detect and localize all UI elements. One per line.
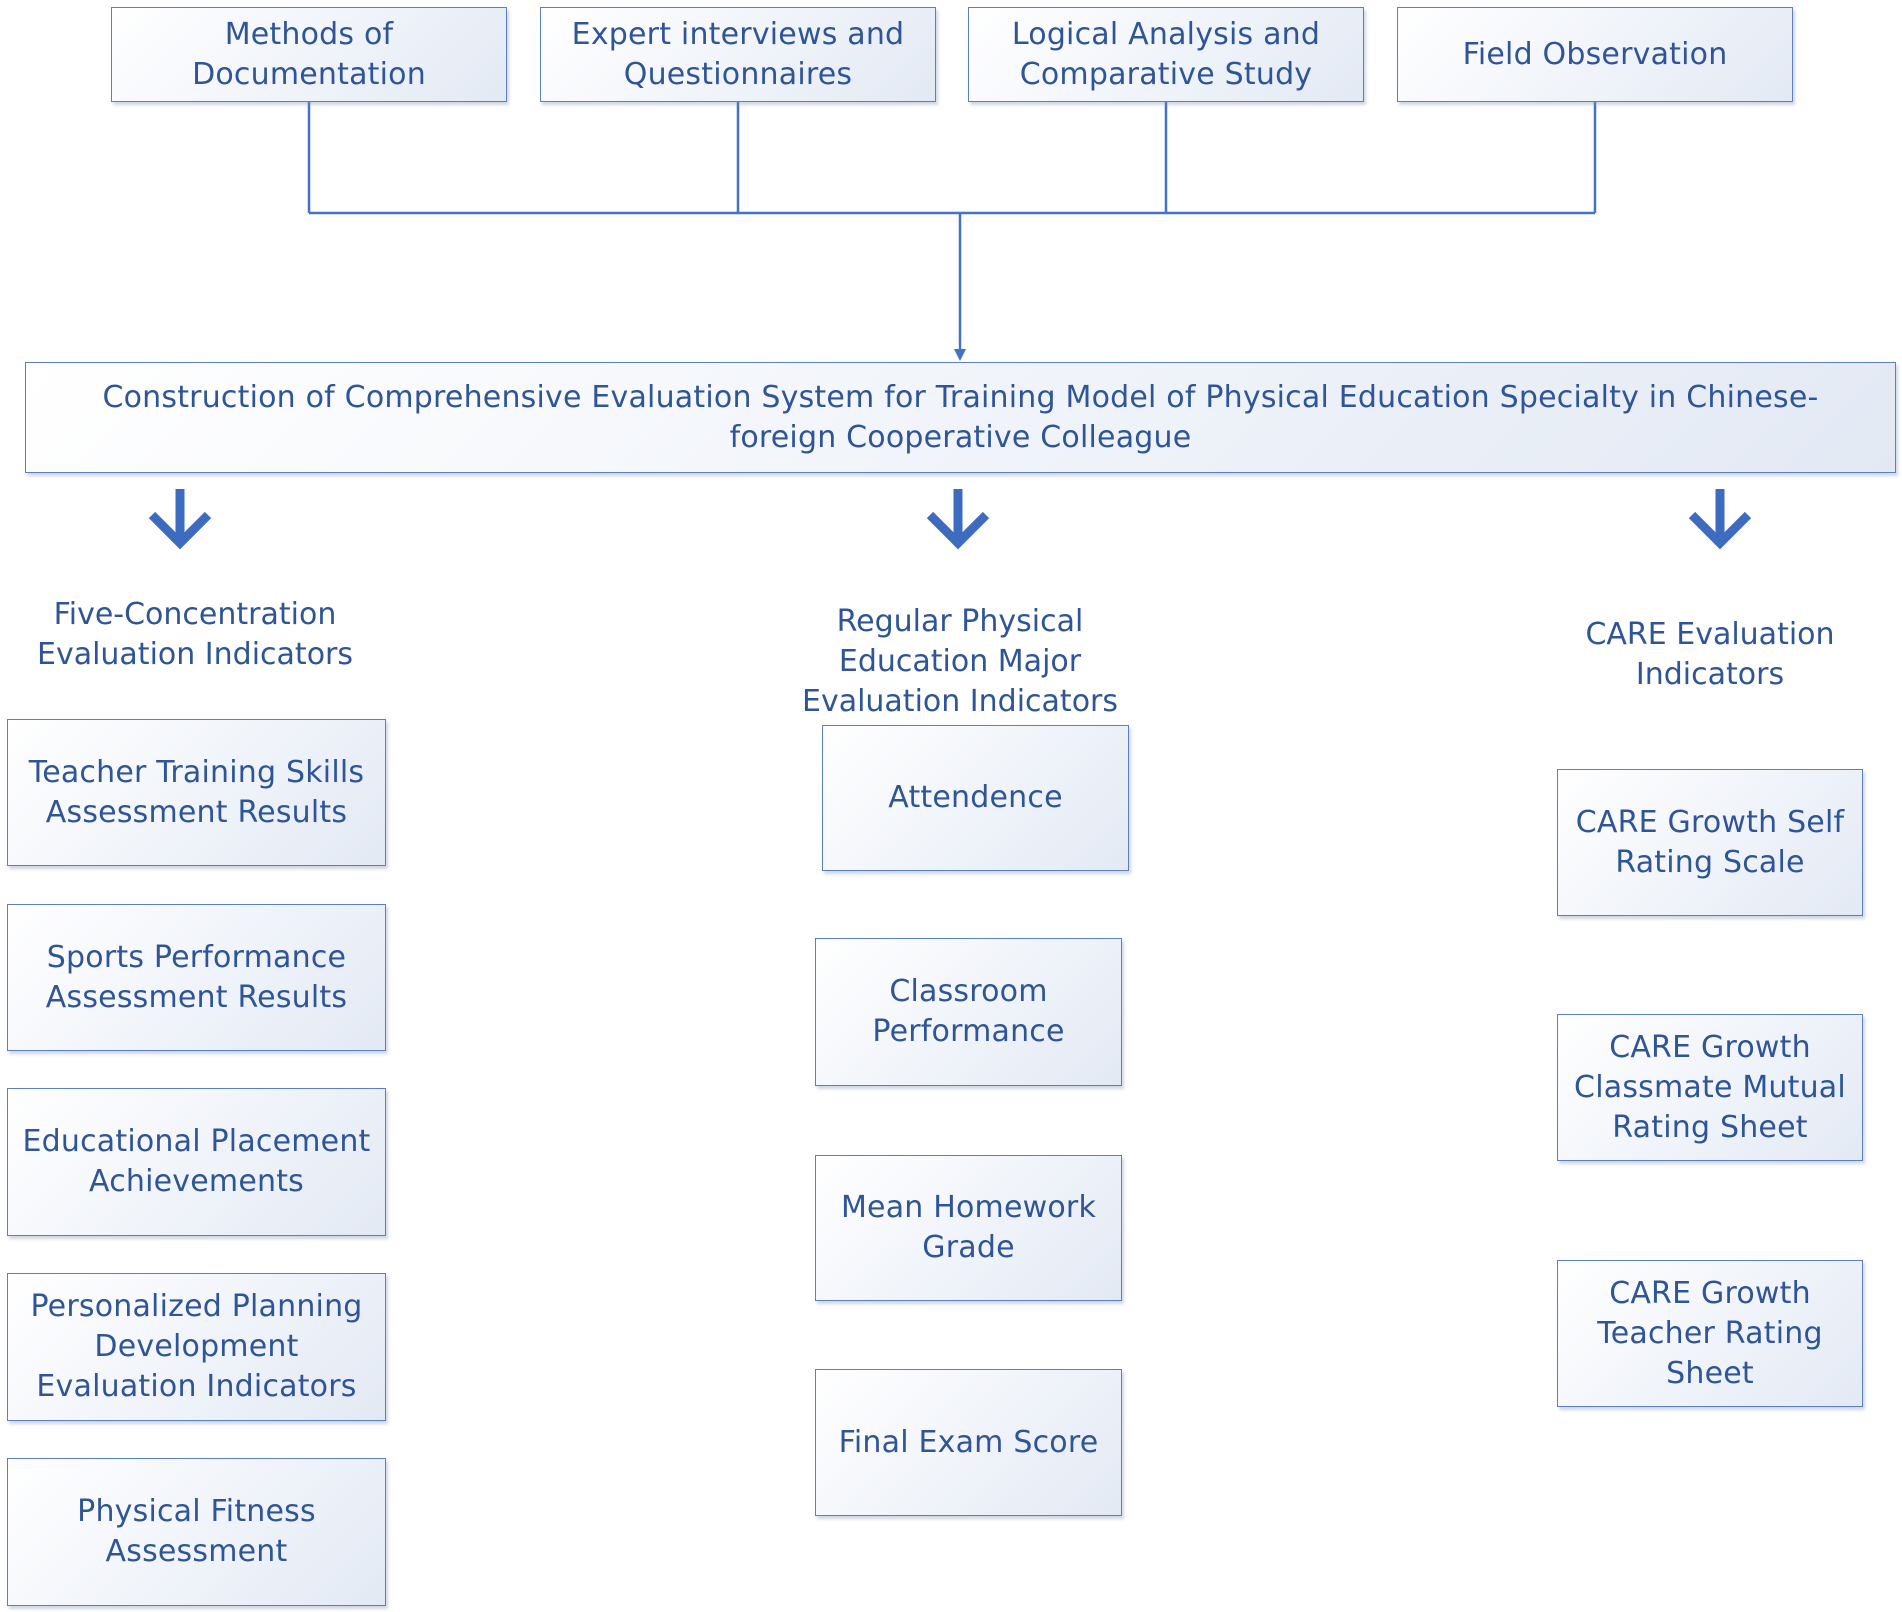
indicator-box-care-classmate-rating: CARE Growth Classmate Mutual Rating Shee… xyxy=(1557,1014,1863,1161)
indicator-box-care-teacher-rating: CARE Growth Teacher Rating Sheet xyxy=(1557,1260,1863,1407)
indicator-label: Mean Homework Grade xyxy=(840,1190,1097,1265)
indicator-box-educational-placement: Educational Placement Achievements xyxy=(7,1088,386,1236)
indicator-box-physical-fitness: Physical Fitness Assessment xyxy=(7,1458,386,1606)
indicator-box-mean-homework: Mean Homework Grade xyxy=(815,1155,1122,1301)
indicator-box-care-self-rating: CARE Growth Self Rating Scale xyxy=(1557,769,1863,916)
indicator-label: Physical Fitness Assessment xyxy=(77,1494,316,1569)
indicator-label: Classroom Performance xyxy=(872,974,1065,1049)
indicator-label: CARE Growth Teacher Rating Sheet xyxy=(1597,1275,1823,1391)
indicator-label: Final Exam Score xyxy=(838,1424,1099,1460)
method-box-field-observation: Field Observation xyxy=(1397,7,1793,102)
method-label: Field Observation xyxy=(1462,36,1728,72)
method-label: Logical Analysis and Comparative Study xyxy=(1011,16,1321,92)
column-heading-five-concentration: Five-Concentration Evaluation Indicators xyxy=(36,597,354,672)
indicator-label: CARE Growth Classmate Mutual Rating Shee… xyxy=(1574,1029,1846,1145)
indicator-box-teacher-training: Teacher Training Skills Assessment Resul… xyxy=(7,719,386,866)
central-label: Construction of Comprehensive Evaluation… xyxy=(102,379,1819,455)
method-label: Expert interviews and Questionnaires xyxy=(571,16,905,92)
indicator-label: CARE Growth Self Rating Scale xyxy=(1575,804,1845,880)
indicator-box-attendence: Attendence xyxy=(822,725,1129,871)
method-box-logical-analysis: Logical Analysis and Comparative Study xyxy=(968,7,1364,102)
indicator-label: Educational Placement Achievements xyxy=(22,1124,371,1199)
indicator-box-sports-performance: Sports Performance Assessment Results xyxy=(7,904,386,1051)
method-label: Methods of Documentation xyxy=(192,16,426,92)
indicator-box-classroom-performance: Classroom Performance xyxy=(815,938,1122,1086)
connector-arrowhead xyxy=(954,349,966,361)
column-heading-care: CARE Evaluation Indicators xyxy=(1585,617,1835,692)
method-box-documentation: Methods of Documentation xyxy=(111,7,507,102)
indicator-box-final-exam: Final Exam Score xyxy=(815,1369,1122,1516)
indicator-label: Attendence xyxy=(888,780,1063,815)
indicator-label: Teacher Training Skills Assessment Resul… xyxy=(28,754,365,830)
central-box: Construction of Comprehensive Evaluation… xyxy=(25,362,1896,473)
down-arrow-icon xyxy=(1688,489,1752,550)
method-box-interviews: Expert interviews and Questionnaires xyxy=(540,7,936,102)
indicator-box-personalized-planning: Personalized Planning Development Evalua… xyxy=(7,1273,386,1421)
down-arrow-icon xyxy=(926,489,990,550)
column-heading-regular-pe: Regular Physical Education Major Evaluat… xyxy=(801,604,1119,719)
indicator-label: Personalized Planning Development Evalua… xyxy=(30,1289,363,1404)
down-arrow-icon xyxy=(148,489,212,550)
indicator-label: Sports Performance Assessment Results xyxy=(45,939,348,1015)
